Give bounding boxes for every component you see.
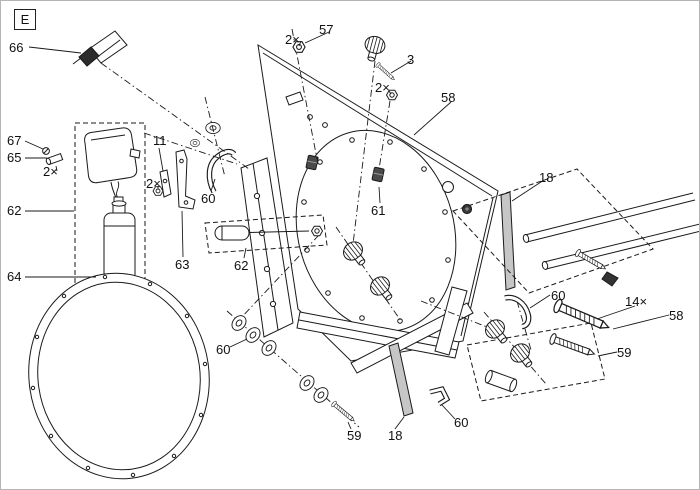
callout-11-qty: 2× — [146, 176, 161, 191]
plate-bottom-channel — [296, 311, 460, 359]
figure-tag: E — [14, 9, 36, 30]
side-flap-panel — [240, 157, 294, 338]
washer-top-small — [190, 139, 200, 147]
knob-right-1 — [481, 315, 514, 349]
nut-62 — [311, 225, 323, 237]
callout-58-top: 58 — [441, 90, 456, 105]
part-66-glue-tube — [72, 30, 128, 67]
callout-18-right: 18 — [539, 170, 554, 185]
part-61-clamps — [305, 154, 385, 183]
callout-58-qty: 14× — [625, 294, 648, 309]
part-62-pouch — [84, 127, 141, 210]
part-67-screw — [42, 147, 50, 155]
knob-top — [360, 33, 388, 64]
callout-18-bottom: 18 — [388, 428, 403, 443]
dashed-zone-pipes — [452, 168, 654, 294]
callout-59-bottom: 59 — [347, 428, 362, 443]
part-18-strip-bottom — [388, 342, 414, 417]
thumb-knob-on-plate — [461, 203, 473, 215]
callout-60-top: 60 — [201, 191, 216, 206]
screw-58 — [551, 297, 612, 335]
part-62-tube — [214, 225, 310, 241]
part-58-plate — [257, 44, 499, 362]
dashed-zone-59 — [466, 322, 606, 402]
callout-61: 61 — [371, 203, 386, 218]
ring-holes — [30, 274, 208, 478]
screw-59-box — [548, 332, 597, 360]
dashed-zone-62-mid — [204, 214, 328, 254]
corner-strip — [434, 286, 468, 356]
callout-3: 3 — [407, 52, 415, 67]
callout-63: 63 — [175, 257, 190, 272]
callout-11: 11 — [153, 133, 167, 148]
callout-66: 66 — [9, 40, 24, 55]
part-63-bracket — [175, 149, 196, 210]
callout-60-bottom: 60 — [454, 415, 469, 430]
callout-57: 57 — [319, 22, 334, 37]
callout-60-bottom-left: 60 — [216, 342, 231, 357]
pipes — [522, 192, 699, 270]
part-11-bracket — [159, 169, 172, 198]
callout-3-qty: 2× — [375, 80, 390, 95]
leader-lines — [24, 31, 670, 430]
callout-59-right: 59 — [617, 345, 632, 360]
part-64-ring — [28, 272, 210, 480]
part-65-plug — [45, 152, 64, 166]
plug-dark-tip — [601, 271, 619, 287]
callout-62-mid: 62 — [234, 258, 249, 273]
callout-62-left: 62 — [7, 203, 22, 218]
sleeve-59 — [484, 369, 518, 393]
callout-65-qty: 2× — [43, 164, 58, 179]
callout-58-right: 58 — [669, 308, 684, 323]
knob-right-2 — [506, 339, 539, 373]
screw-59-bottom — [330, 400, 357, 424]
part-60-hook-right — [504, 294, 532, 330]
callout-60-right: 60 — [551, 288, 566, 303]
callout-67: 67 — [7, 133, 22, 148]
callout-64: 64 — [7, 269, 22, 284]
callout-65: 65 — [7, 150, 22, 165]
diagonal-bar — [350, 302, 474, 374]
callout-57-qty: 2× — [285, 32, 300, 47]
part-60-hook-bottom — [429, 386, 451, 407]
part-62-bottle — [103, 181, 136, 282]
